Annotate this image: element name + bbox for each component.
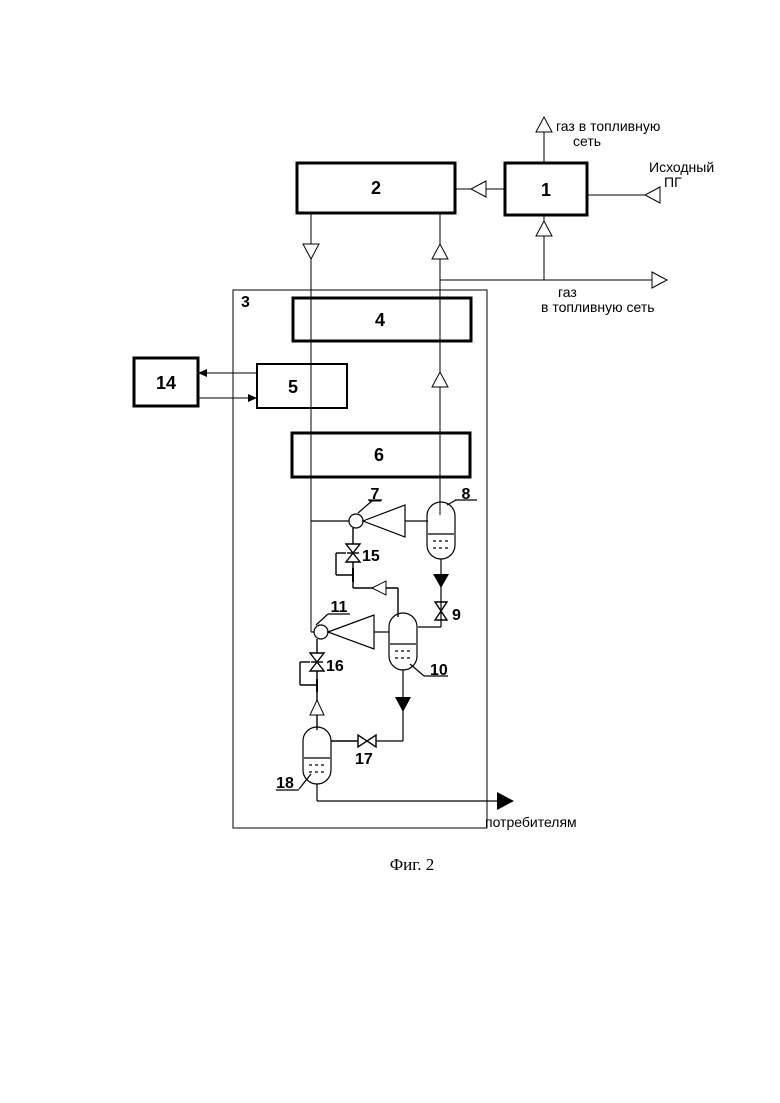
label-10: 10 bbox=[430, 662, 448, 679]
block-6-label: 6 bbox=[374, 445, 384, 465]
label-17: 17 bbox=[355, 751, 373, 768]
block-2-label: 2 bbox=[371, 178, 381, 198]
block-14: 14 bbox=[134, 358, 198, 406]
arrow-14-to-5 bbox=[248, 394, 257, 402]
block-arrows-14-5 bbox=[198, 369, 257, 402]
gas-top-label-line1: газ в топливную bbox=[556, 118, 660, 134]
label-11: 11 bbox=[331, 599, 348, 616]
arrow-down-from-2 bbox=[303, 244, 319, 259]
arrow-up-16 bbox=[310, 700, 324, 715]
top-connections bbox=[198, 132, 660, 632]
arrow-up-to-1 bbox=[536, 221, 552, 236]
source-label-line2: ПГ bbox=[664, 174, 682, 190]
block-5: 5 bbox=[257, 364, 347, 408]
block-1: 1 bbox=[505, 163, 587, 215]
figure-caption: Фиг. 2 bbox=[390, 855, 435, 874]
arrow-up-mid bbox=[432, 372, 448, 387]
arrow-up-gas-top bbox=[536, 117, 552, 132]
liquid-arrow-8 bbox=[433, 574, 449, 588]
gas-right-label-line2: в топливную сеть bbox=[541, 299, 655, 315]
separator-18 bbox=[303, 727, 497, 801]
block-3-frame: 3 bbox=[233, 290, 487, 828]
ejector-7 bbox=[311, 505, 428, 537]
label-16: 16 bbox=[326, 658, 344, 675]
block-4: 4 bbox=[293, 298, 471, 341]
ejector-11 bbox=[311, 615, 389, 649]
label-7: 7 bbox=[371, 486, 380, 503]
block-4-label: 4 bbox=[375, 310, 385, 330]
label-9: 9 bbox=[452, 607, 461, 624]
arrow-left-source bbox=[645, 187, 660, 203]
arrow-to-consumers bbox=[497, 792, 514, 810]
arrow-up-to-2 bbox=[432, 244, 448, 259]
label-18: 18 bbox=[276, 775, 294, 792]
block-3-label: 3 bbox=[241, 294, 250, 311]
gas-right-label-line1: газ bbox=[558, 284, 577, 300]
source-label-line1: Исходный bbox=[649, 159, 714, 175]
liquid-arrow-10 bbox=[395, 697, 411, 712]
block-2: 2 bbox=[297, 163, 455, 213]
gas-top-label-line2: сеть bbox=[573, 133, 601, 149]
block-6: 6 bbox=[292, 433, 470, 477]
block-1-label: 1 bbox=[541, 180, 551, 200]
block-5-label: 5 bbox=[288, 377, 298, 397]
control-valve-16 bbox=[300, 639, 324, 730]
label-15: 15 bbox=[362, 548, 380, 565]
arrow-right-gas-right bbox=[652, 272, 667, 288]
valve-17 bbox=[331, 735, 376, 747]
consumers-label: потребителям bbox=[485, 814, 577, 830]
flow-arrows bbox=[303, 117, 667, 387]
arrow-left-15 bbox=[372, 581, 386, 595]
label-8: 8 bbox=[462, 486, 471, 503]
arrow-left-to-2 bbox=[471, 181, 486, 197]
block-14-label: 14 bbox=[156, 373, 176, 393]
